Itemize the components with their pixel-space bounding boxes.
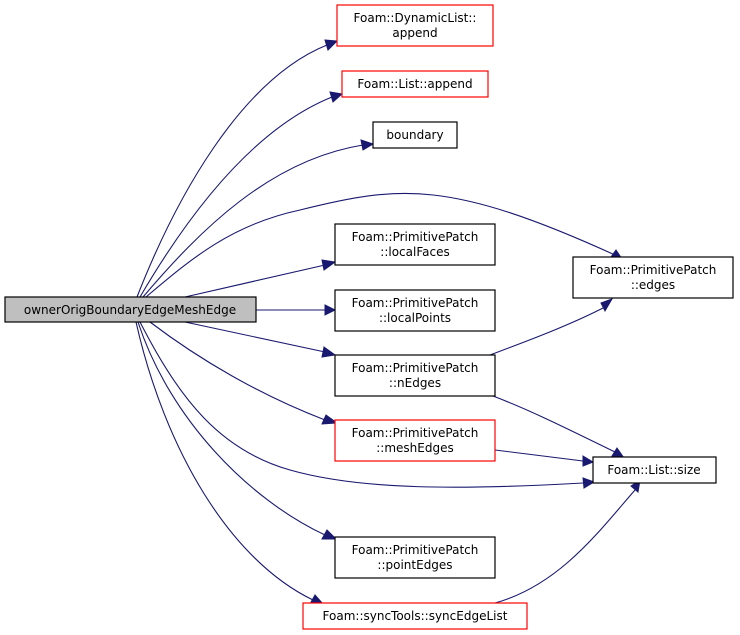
node-label: ::localPoints bbox=[379, 311, 451, 325]
node-pointedges[interactable]: Foam::PrimitivePatch ::pointEdges bbox=[334, 536, 496, 579]
node-localfaces[interactable]: Foam::PrimitivePatch ::localFaces bbox=[334, 223, 496, 266]
node-label: Foam::List::size bbox=[607, 463, 700, 477]
node-nedges[interactable]: Foam::PrimitivePatch ::nEdges bbox=[334, 354, 496, 397]
node-label: Foam::PrimitivePatch bbox=[352, 543, 479, 557]
node-boundary[interactable]: boundary bbox=[372, 121, 458, 149]
node-label: ::pointEdges bbox=[377, 558, 452, 572]
node-label: Foam::PrimitivePatch bbox=[352, 230, 479, 244]
node-list-append[interactable]: Foam::List::append bbox=[341, 70, 489, 98]
node-label: boundary bbox=[386, 128, 443, 142]
node-syncedgelist[interactable]: Foam::syncTools::syncEdgeList bbox=[302, 602, 528, 630]
node-label: Foam::PrimitivePatch bbox=[590, 263, 717, 277]
node-label: Foam::syncTools::syncEdgeList bbox=[323, 609, 508, 623]
node-meshedges[interactable]: Foam::PrimitivePatch ::meshEdges bbox=[334, 419, 496, 462]
node-label: ::meshEdges bbox=[376, 441, 453, 455]
node-edges[interactable]: Foam::PrimitivePatch ::edges bbox=[572, 256, 734, 299]
node-label: Foam::PrimitivePatch bbox=[352, 296, 479, 310]
node-label: Foam::List::append bbox=[357, 77, 472, 91]
root-node[interactable]: ownerOrigBoundaryEdgeMeshEdge bbox=[4, 296, 257, 323]
node-list-size[interactable]: Foam::List::size bbox=[592, 456, 717, 484]
node-localpoints[interactable]: Foam::PrimitivePatch ::localPoints bbox=[334, 289, 496, 332]
call-edges bbox=[135, 39, 641, 605]
node-label: ::localFaces bbox=[380, 245, 449, 259]
node-label: Foam::DynamicList:: bbox=[354, 11, 477, 25]
node-label: ::nEdges bbox=[389, 376, 441, 390]
node-label: Foam::PrimitivePatch bbox=[352, 426, 479, 440]
node-label: Foam::PrimitivePatch bbox=[352, 361, 479, 375]
root-label: ownerOrigBoundaryEdgeMeshEdge bbox=[24, 303, 236, 317]
node-dynamiclist-append[interactable]: Foam::DynamicList:: append bbox=[336, 4, 494, 47]
node-label: append bbox=[392, 26, 437, 40]
node-label: ::edges bbox=[631, 278, 675, 292]
